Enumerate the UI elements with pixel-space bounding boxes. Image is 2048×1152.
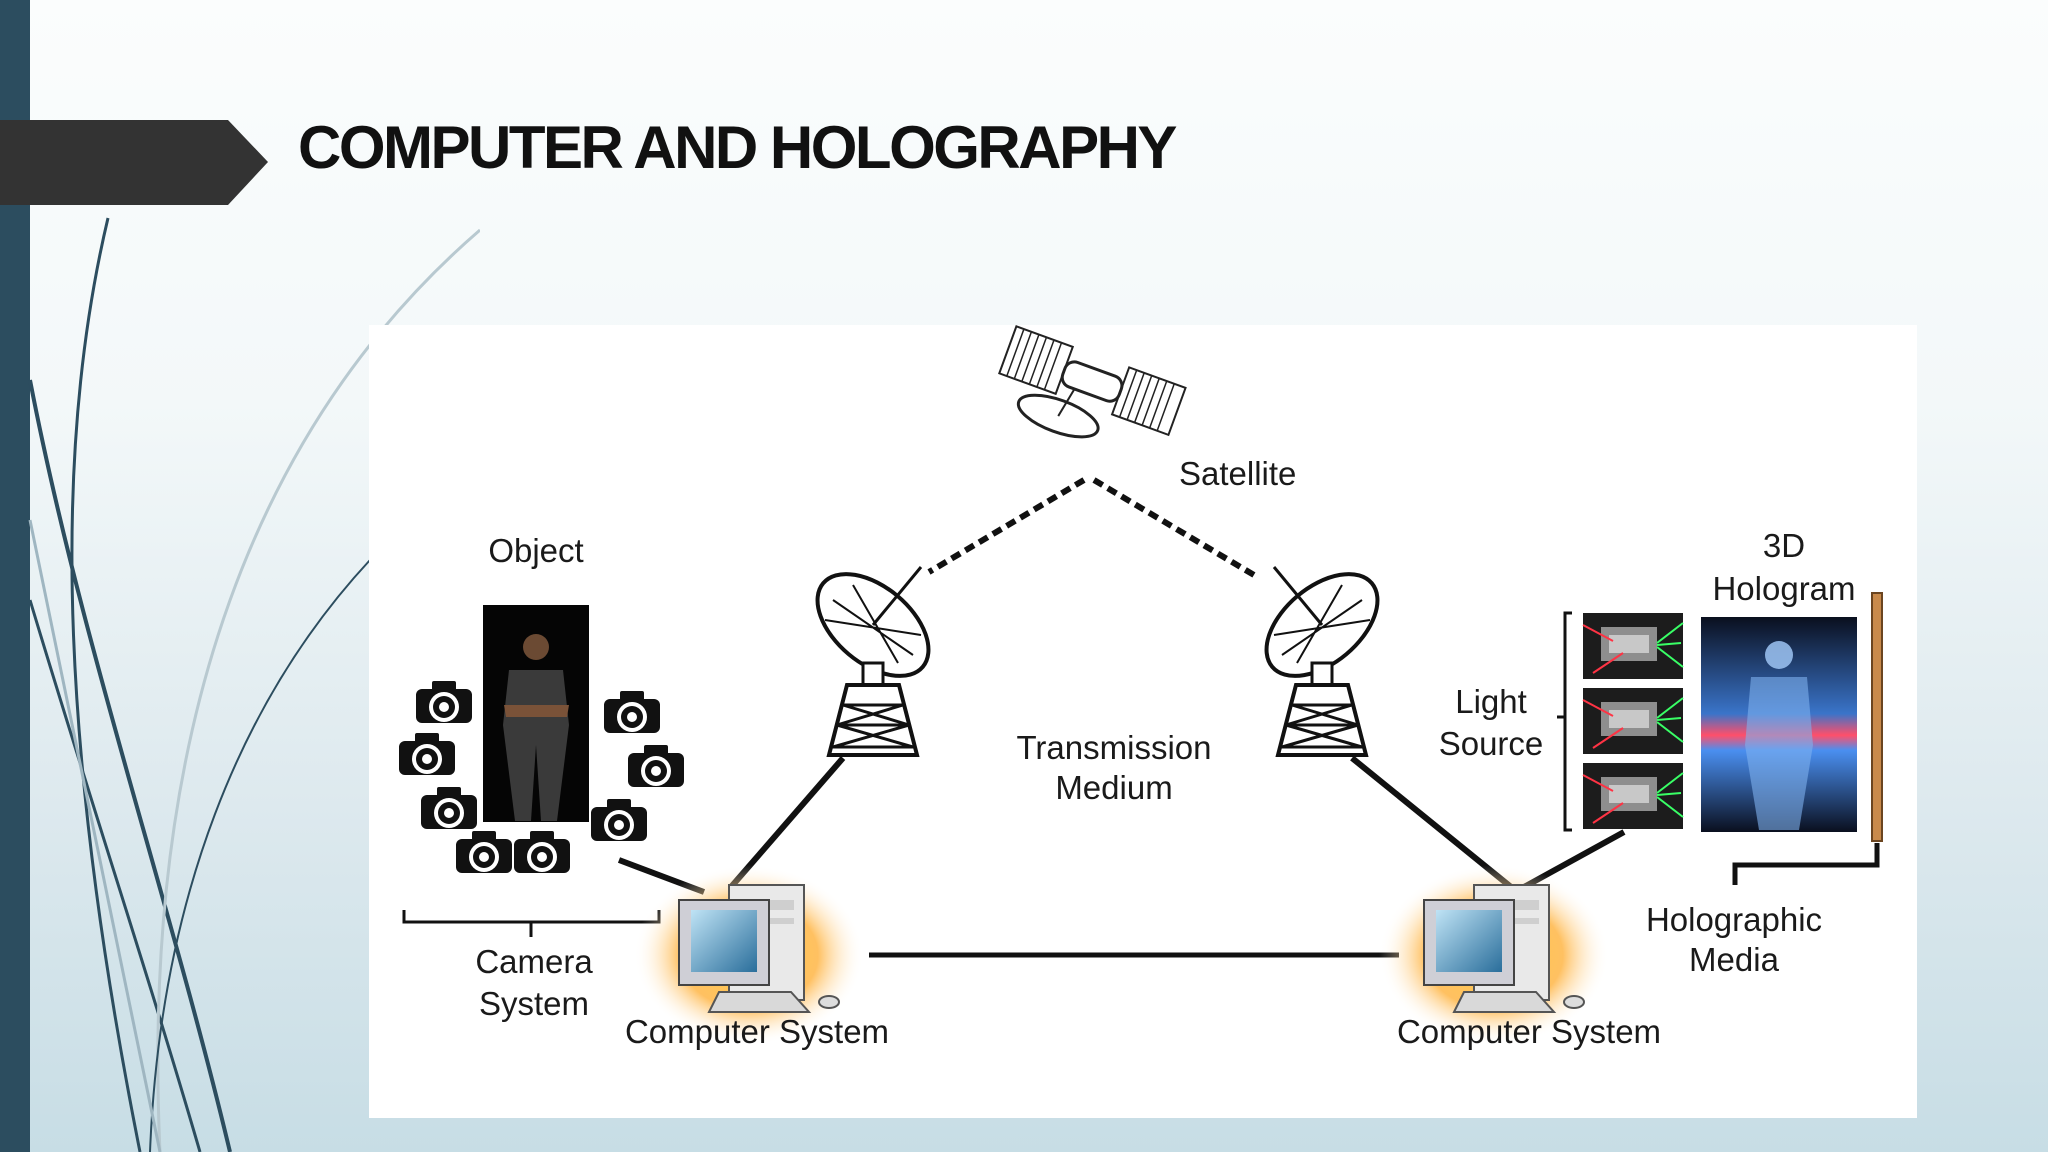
light-source-label-line2: Source	[1439, 725, 1544, 762]
camera-icon	[399, 733, 455, 775]
object-label: Object	[488, 532, 583, 569]
decorative-curves	[28, 217, 480, 1152]
uplink-right-dashed	[1092, 477, 1261, 581]
holo-media-label-line1: Holographic	[1646, 901, 1822, 938]
camera-icon	[628, 745, 684, 787]
slide-title: COMPUTER AND HOLOGRAPHY	[298, 114, 1177, 181]
holographic-media-connector	[1732, 843, 1880, 885]
camera-system-bracket	[402, 910, 661, 937]
holography-diagram: Satellite Transmission Medium Object Cam…	[369, 325, 1917, 1118]
camera-icon	[456, 831, 512, 873]
dish-antenna-icon-left	[796, 552, 950, 757]
person-photo	[483, 605, 589, 822]
camera-icon	[514, 831, 570, 873]
laser-projector-icon	[1582, 687, 1684, 755]
transmission-label-line1: Transmission	[1017, 729, 1212, 766]
computer-left-label: Computer System	[625, 1013, 889, 1050]
camera-icon	[416, 681, 472, 723]
satellite-icon	[998, 325, 1187, 439]
camera-icon	[591, 799, 647, 841]
title-flag-shape	[0, 120, 268, 205]
holographic-media-bar	[1871, 592, 1883, 842]
transmission-label-line2: Medium	[1055, 769, 1172, 806]
light-source-bracket	[1557, 611, 1572, 832]
uplink-left-dashed	[927, 477, 1086, 575]
hologram-label-line2: Hologram	[1712, 570, 1855, 607]
camera-icon	[421, 787, 477, 829]
hologram-image	[1701, 617, 1857, 832]
holo-media-label-line2: Media	[1689, 941, 1780, 978]
laser-projector-icon	[1582, 762, 1684, 830]
camera-label-line1: Camera	[475, 943, 593, 980]
dish-antenna-icon-right	[1245, 552, 1399, 757]
computer-right-label: Computer System	[1397, 1013, 1661, 1050]
camera-icon	[604, 691, 660, 733]
camera-label-line2: System	[479, 985, 589, 1022]
hologram-label-line1: 3D	[1763, 527, 1805, 564]
laser-projector-icon	[1582, 612, 1684, 680]
light-source-label-line1: Light	[1455, 683, 1527, 720]
satellite-label: Satellite	[1179, 455, 1296, 492]
